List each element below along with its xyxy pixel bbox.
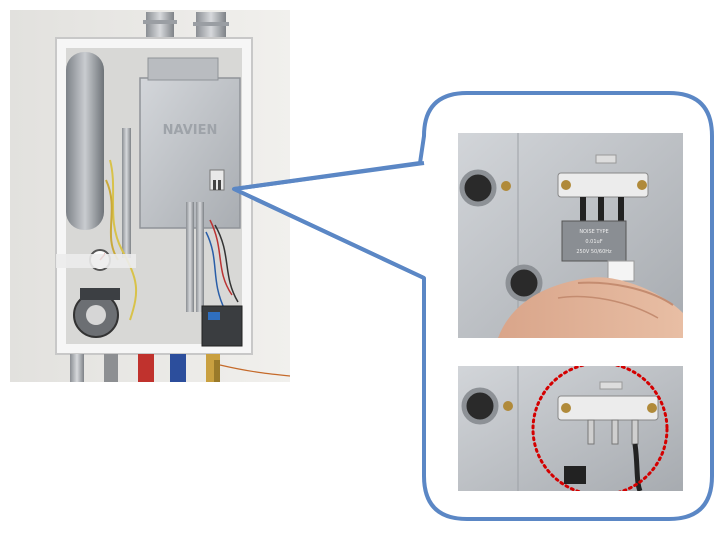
highlight-circle [531, 366, 669, 491]
detail-photo-capacitor: NOISE TYPE 0.01uF 250V 50/60Hz [458, 133, 683, 338]
svg-text:250V 50/60Hz: 250V 50/60Hz [576, 249, 612, 255]
boiler-illustration: NAVIEN [10, 10, 290, 382]
hand [498, 277, 683, 338]
grommet-hole [461, 387, 499, 425]
svg-text:NOISE TYPE: NOISE TYPE [579, 229, 608, 235]
noise-capacitor [561, 220, 627, 262]
capacitor-closeup: NOISE TYPE 0.01uF 250V 50/60Hz [458, 133, 683, 338]
brand-logo: NAVIEN [163, 123, 218, 138]
boiler-photo: NAVIEN [10, 10, 290, 382]
terminals-closeup [458, 366, 683, 491]
expansion-tank [66, 52, 104, 230]
connector-bracket [557, 395, 659, 421]
grommet-hole [459, 169, 497, 207]
detail-photo-terminals [458, 366, 683, 491]
svg-text:0.01uF: 0.01uF [585, 239, 602, 245]
connector-bracket [557, 172, 649, 198]
